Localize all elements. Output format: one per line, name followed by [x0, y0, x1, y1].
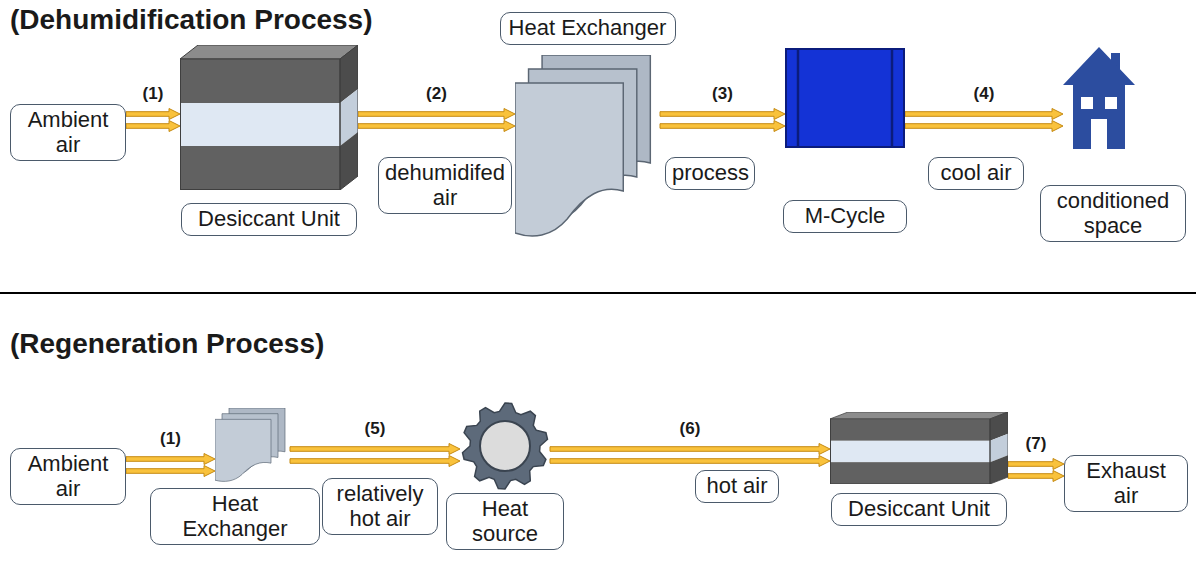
- icon-part: [180, 59, 340, 103]
- icon-part: [340, 132, 358, 190]
- component-label: Heat Exchanger: [150, 488, 320, 545]
- arrow-stroke: [1008, 471, 1064, 482]
- arrow-stroke: [660, 121, 785, 132]
- icon-part: [830, 419, 990, 441]
- flow-arrow: [550, 444, 830, 467]
- icon-part: [180, 146, 340, 190]
- flow-arrow: [126, 454, 215, 477]
- callout-number: (1): [143, 84, 164, 104]
- arrow-stroke: [660, 109, 785, 120]
- icon-part: [463, 403, 548, 489]
- icon-part: [786, 49, 904, 147]
- flow-box: relatively hot air: [322, 478, 438, 535]
- arrow-stroke: [126, 121, 180, 132]
- icon-part: [340, 45, 358, 190]
- flow-box: cool air: [928, 157, 1024, 190]
- mcycle-component: M-Cycle: [785, 48, 905, 148]
- component-icon: [180, 45, 358, 190]
- arrow-stroke: [550, 444, 830, 455]
- arrow-stroke: [126, 466, 215, 477]
- box-text: cool air: [941, 160, 1012, 185]
- desiccant-component: Desiccant Unit: [180, 45, 358, 190]
- section-separator: [0, 292, 1196, 294]
- icon-part: [990, 455, 1008, 484]
- flow-arrow: [1008, 459, 1064, 482]
- icon-part: [830, 441, 990, 462]
- flow-box: Exhaust air: [1064, 455, 1188, 512]
- icon-part: [797, 49, 800, 147]
- icon-part: [1063, 47, 1135, 149]
- flow-box: hot air: [695, 470, 779, 503]
- component-icon: [515, 55, 660, 240]
- callout-number: (5): [365, 419, 386, 439]
- arrow-stroke: [550, 456, 830, 467]
- icon-part: [515, 83, 623, 236]
- flow-box: process: [665, 157, 755, 190]
- component-label: Heat source: [446, 493, 564, 550]
- desiccant-component: Desiccant Unit: [830, 412, 1008, 484]
- callout-number: (4): [974, 84, 995, 104]
- callout-number: (6): [680, 419, 701, 439]
- icon-part: [1091, 119, 1107, 149]
- arrow-stroke: [358, 109, 515, 120]
- callout-number: (2): [426, 84, 447, 104]
- arrow-stroke: [290, 444, 460, 455]
- hx-component: Heat Exchanger: [215, 408, 290, 483]
- icon-part: [181, 59, 341, 190]
- box-text: Ambient air: [28, 107, 109, 157]
- component-icon: [215, 408, 290, 483]
- arrow-stroke: [126, 109, 180, 120]
- component-icon: [1063, 45, 1135, 150]
- section-title: (Regeneration Process): [10, 328, 324, 360]
- section-title: (Dehumidification Process): [10, 4, 373, 36]
- component-label: Heat Exchanger: [500, 12, 676, 45]
- arrow-stroke: [1008, 459, 1064, 470]
- icon-part: [831, 419, 991, 484]
- hx-component: Heat Exchanger: [515, 55, 660, 240]
- box-text: Exhaust air: [1086, 458, 1166, 508]
- icon-part: [891, 49, 894, 147]
- component-label: Desiccant Unit: [831, 493, 1007, 526]
- callout-number: (3): [712, 84, 733, 104]
- component-label: Desiccant Unit: [181, 203, 357, 236]
- flow-arrow: [290, 444, 460, 467]
- arrow-stroke: [905, 109, 1063, 120]
- box-text: Ambient air: [28, 451, 109, 501]
- box-text: process: [672, 160, 749, 185]
- house-component: conditioned space: [1063, 45, 1135, 150]
- icon-part: [480, 421, 530, 471]
- box-text: dehumidifed air: [385, 160, 505, 210]
- icon-part: [1081, 97, 1093, 109]
- flow-box: Ambient air: [10, 104, 126, 161]
- icon-part: [1105, 97, 1117, 109]
- component-icon: [460, 402, 550, 490]
- box-text: relatively hot air: [337, 481, 424, 531]
- gear-component: Heat source: [460, 402, 550, 490]
- component-label: M-Cycle: [783, 200, 907, 233]
- icon-part: [180, 103, 340, 146]
- flow-arrow: [905, 109, 1063, 132]
- icon-part: [215, 419, 271, 481]
- callout-number: (7): [1026, 434, 1047, 454]
- arrow-stroke: [358, 121, 515, 132]
- icon-part: [830, 462, 990, 484]
- box-text: hot air: [706, 473, 767, 498]
- icon-part: [990, 412, 1008, 484]
- component-icon: [830, 412, 1008, 484]
- flow-arrow: [126, 109, 180, 132]
- icon-part: [180, 45, 358, 59]
- flow-box: Ambient air: [10, 448, 126, 505]
- component-label: conditioned space: [1040, 185, 1186, 242]
- callout-number: (1): [160, 429, 181, 449]
- icon-part: [830, 412, 1008, 419]
- arrow-stroke: [905, 121, 1063, 132]
- flow-box: dehumidifed air: [378, 157, 512, 214]
- component-icon: [785, 48, 905, 148]
- arrow-stroke: [126, 454, 215, 465]
- flow-arrow: [660, 109, 785, 132]
- flow-arrow: [358, 109, 515, 132]
- arrow-stroke: [290, 456, 460, 467]
